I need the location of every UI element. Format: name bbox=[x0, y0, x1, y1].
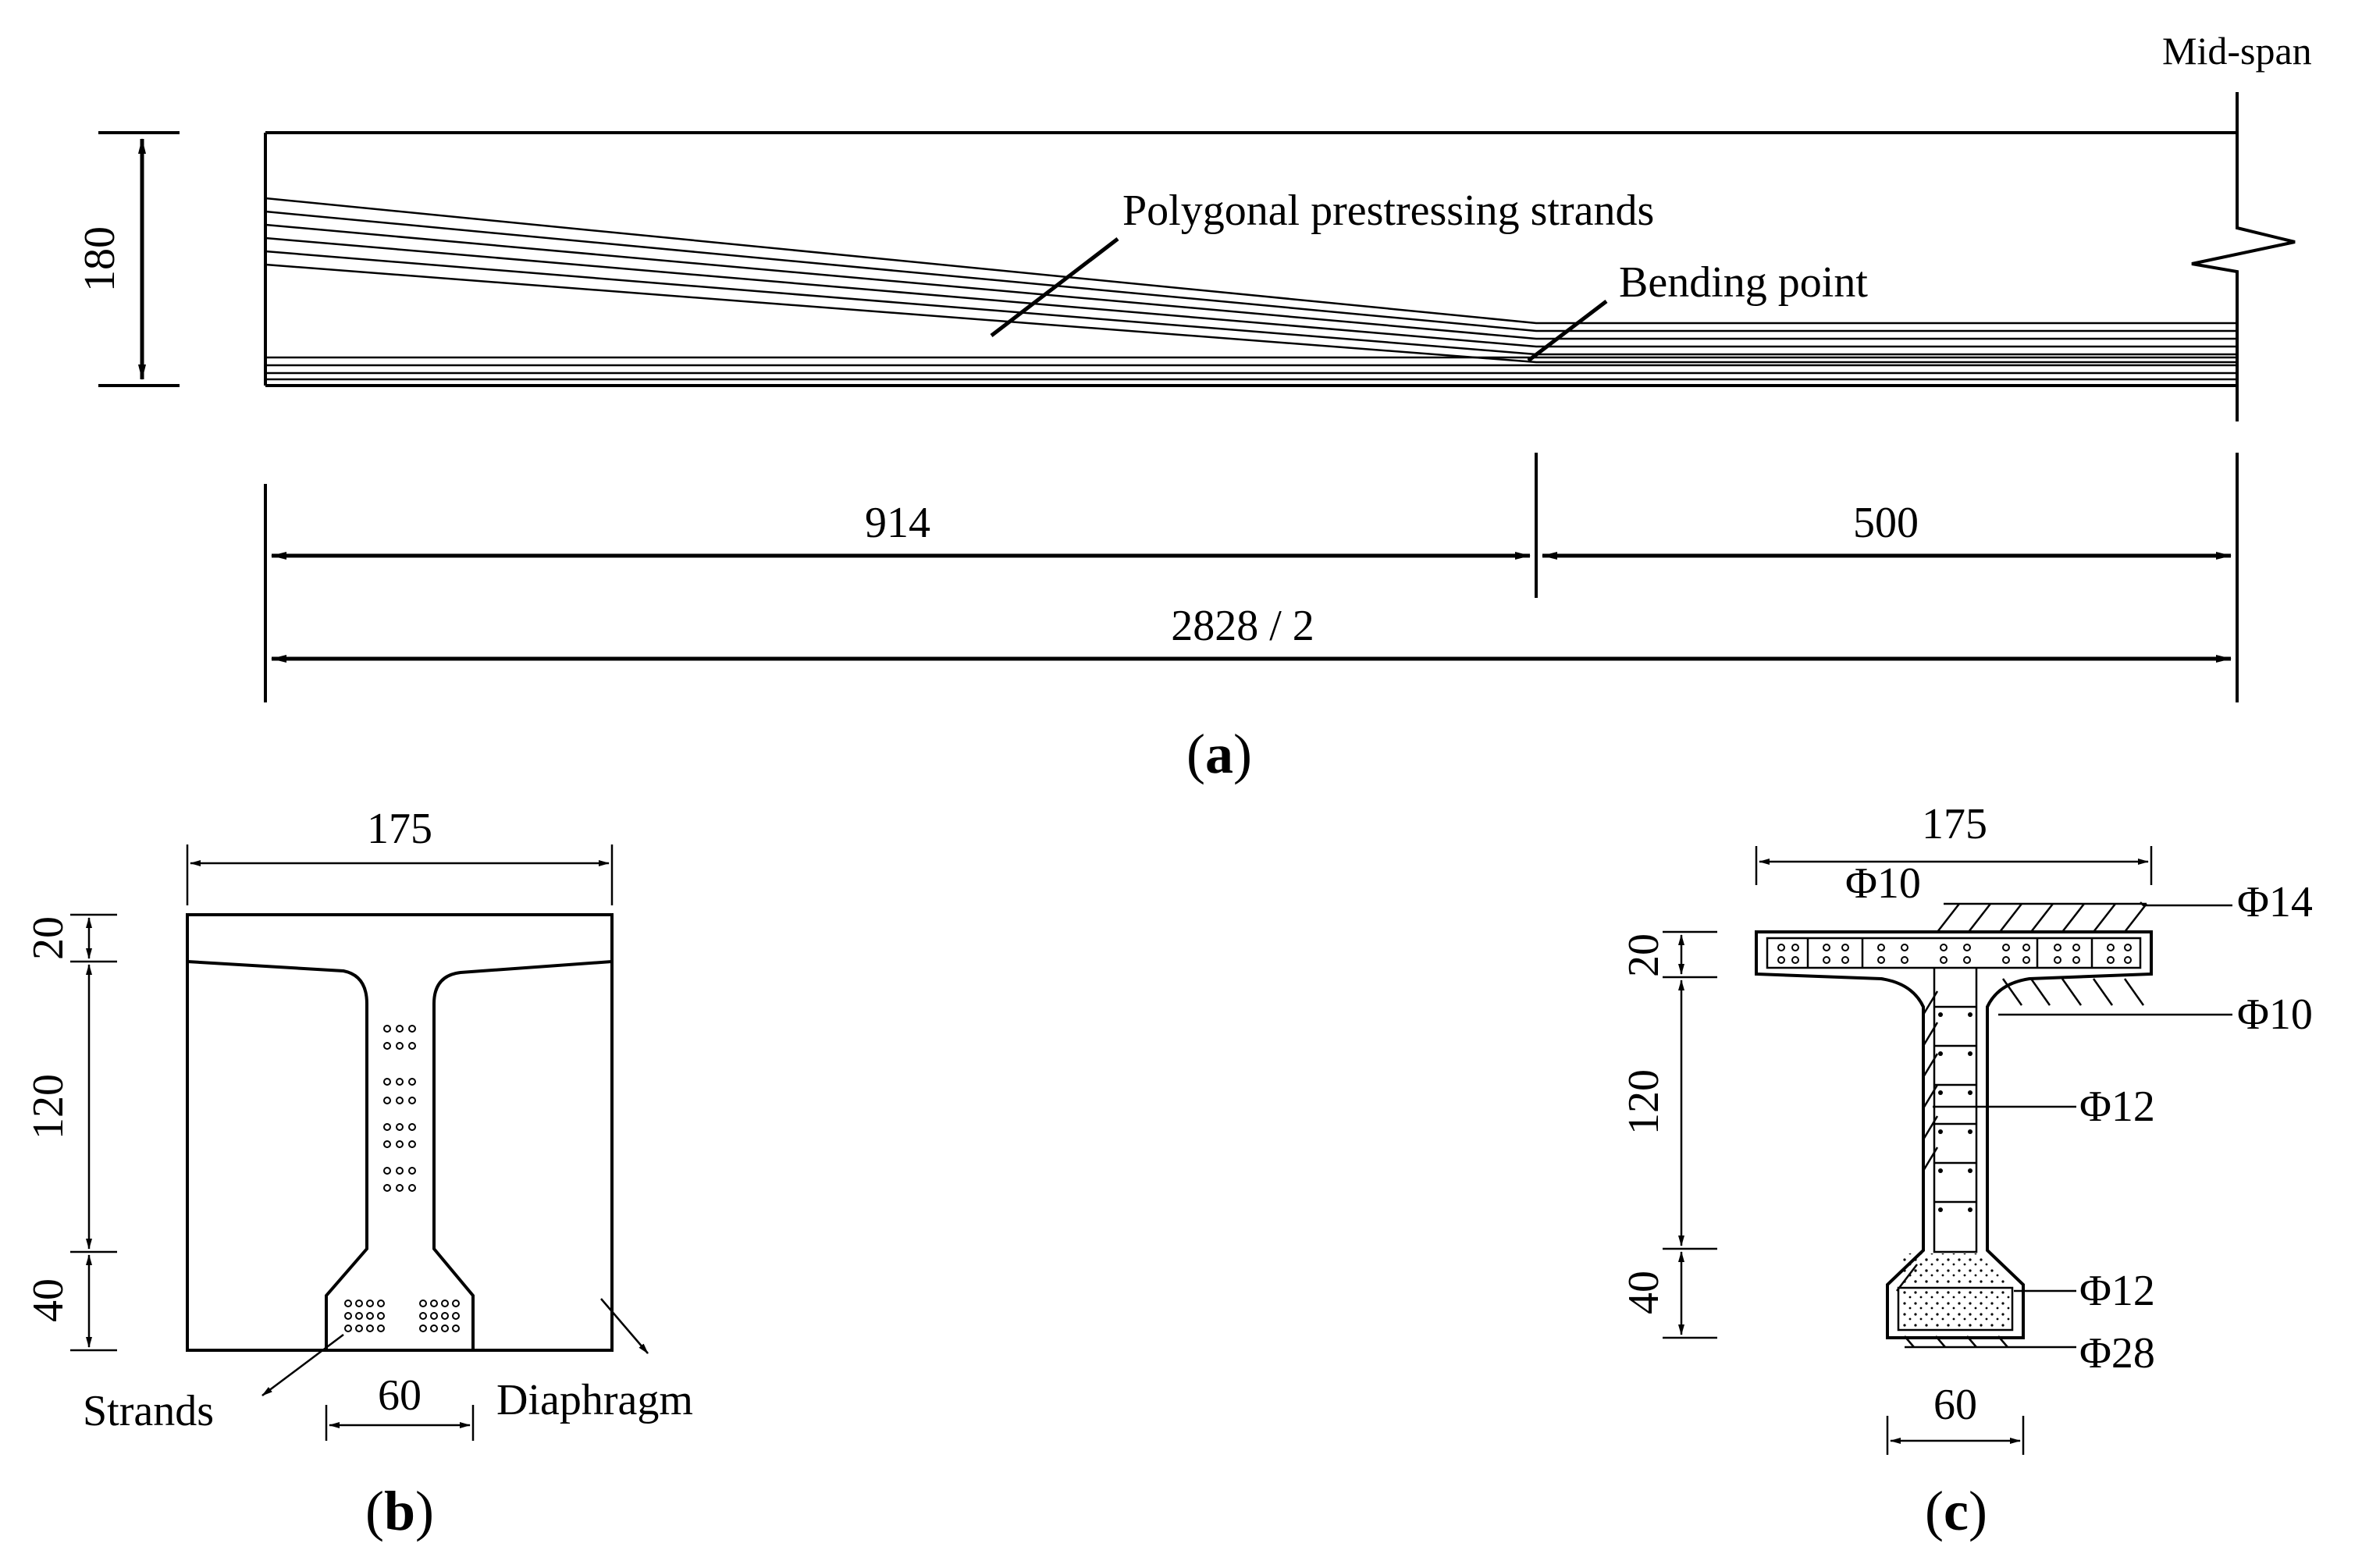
panel-b-section-diaphragm: 175 20 120 40 60 Strands Diaphragm (b) bbox=[24, 805, 693, 1542]
b-dim-20: 20 bbox=[24, 916, 73, 960]
straight-strands bbox=[265, 356, 2237, 381]
web-strands bbox=[383, 1025, 416, 1192]
strands-label: Polygonal prestressing strands bbox=[1122, 187, 1654, 235]
bending-point-label: Bending point bbox=[1619, 258, 1868, 307]
b-width-label: 175 bbox=[367, 805, 432, 853]
c-dim-120: 120 bbox=[1620, 1069, 1668, 1135]
c-bottom-label: 60 bbox=[1933, 1381, 1977, 1429]
height-dim-label: 180 bbox=[76, 226, 124, 292]
c-bar-phi10-top: Φ10 bbox=[1845, 859, 1921, 908]
height-dimension bbox=[98, 131, 180, 387]
web-rebars bbox=[1938, 1012, 1972, 1212]
b-bottom-dimension bbox=[325, 1405, 475, 1441]
b-dim-40: 40 bbox=[24, 1278, 73, 1322]
c-bar-14: Φ14 bbox=[2237, 878, 2313, 926]
midspan-label: Mid-span bbox=[2162, 29, 2312, 73]
c-bar-10: Φ10 bbox=[2237, 990, 2313, 1039]
c-bottom-dimension bbox=[1886, 1416, 2025, 1455]
diaphragm-outline bbox=[186, 913, 614, 1352]
dim-total: 2828 / 2 bbox=[1171, 602, 1314, 650]
caption-b: (b) bbox=[365, 1480, 434, 1542]
strands-leader bbox=[990, 237, 1119, 337]
dim-500: 500 bbox=[1853, 499, 1919, 547]
bending-leader bbox=[1527, 300, 1608, 362]
i-section-outline bbox=[187, 960, 613, 1352]
c-bar-28: Φ28 bbox=[2079, 1329, 2155, 1378]
c-dim-40: 40 bbox=[1620, 1271, 1668, 1314]
hatch-leaders bbox=[1896, 901, 2232, 1349]
diaphragm-pointer bbox=[600, 1298, 649, 1354]
caption-c: (c) bbox=[1925, 1480, 1987, 1542]
c-width-dimension bbox=[1755, 846, 2153, 885]
span-dimensions bbox=[264, 453, 2239, 702]
bulb-taper-strands bbox=[1901, 1253, 2009, 1285]
bottom-strands bbox=[344, 1300, 460, 1332]
b-bottom-label: 60 bbox=[378, 1371, 422, 1420]
b-dim-120: 120 bbox=[24, 1074, 73, 1140]
flange-rebars bbox=[1777, 944, 2132, 964]
c-vertical-dimensions bbox=[1663, 930, 1717, 1339]
c-width-label: 175 bbox=[1922, 800, 1987, 848]
panel-a-elevation: Polygonal prestressing strands Bending p… bbox=[76, 29, 2312, 785]
dim-914: 914 bbox=[865, 499, 930, 547]
polygonal-strands bbox=[265, 197, 2237, 364]
c-bar-12-bottom: Φ12 bbox=[2079, 1267, 2155, 1315]
diaphragm-label: Diaphragm bbox=[496, 1376, 693, 1424]
caption-a: (a) bbox=[1186, 723, 1252, 785]
c-dim-20: 20 bbox=[1620, 933, 1668, 977]
strands-label-b: Strands bbox=[83, 1387, 214, 1435]
b-width-dimension bbox=[186, 844, 614, 905]
t-section-outline bbox=[1755, 930, 2153, 1339]
c-bar-12-web: Φ12 bbox=[2079, 1083, 2155, 1131]
bottom-bulb-strands bbox=[1903, 1253, 2011, 1328]
panel-c-reinforcement-section: 175 20 120 40 60 Φ10 Φ14 Φ10 Φ12 Φ12 Φ28… bbox=[1620, 800, 2313, 1542]
b-vertical-dimensions bbox=[70, 913, 117, 1352]
stirrups bbox=[1766, 937, 2142, 1332]
strands-pointer bbox=[261, 1334, 344, 1396]
beam-outline bbox=[264, 92, 2296, 421]
